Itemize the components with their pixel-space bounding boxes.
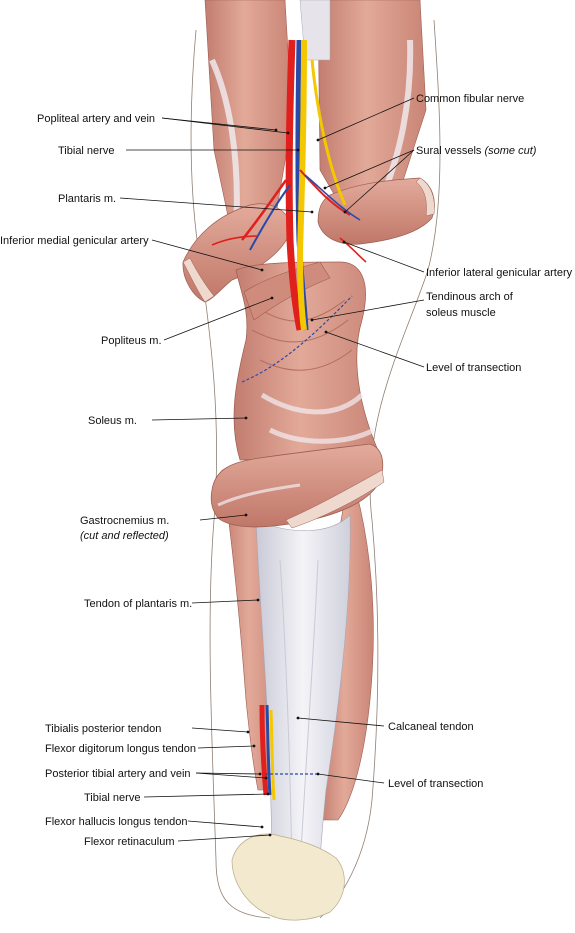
label-flexor-digitorum: Flexor digitorum longus tendon — [45, 743, 196, 755]
lateral-gastrocnemius-flap — [317, 177, 435, 245]
popliteus-muscle — [243, 261, 331, 321]
upper-transection-line — [241, 295, 353, 383]
label-inferior-lateral-genicular: Inferior lateral genicular artery — [426, 267, 573, 279]
label-popliteal-artery-vein: Popliteal artery and vein — [37, 113, 155, 125]
popliteal-neurovascular-bundle — [211, 39, 367, 331]
label-flexor-retinaculum: Flexor retinaculum — [84, 836, 174, 848]
label-tendinous-arch-2: soleus muscle — [426, 307, 496, 319]
label-level-transection-upper: Level of transection — [426, 362, 521, 374]
calcaneal-tendon-shape — [255, 514, 351, 881]
leader-lines — [119, 97, 425, 842]
thigh-muscles — [204, 0, 427, 251]
label-sural-vessels-note: (some cut) — [484, 145, 536, 157]
label-plantaris: Plantaris m. — [58, 193, 116, 205]
label-tibialis-posterior: Tibialis posterior tendon — [45, 723, 161, 735]
label-inferior-medial-genicular: Inferior medial genicular artery — [0, 235, 149, 247]
label-level-transection-lower: Level of transection — [388, 778, 483, 790]
gastrocnemius-reflected — [210, 443, 385, 529]
label-flexor-hallucis: Flexor hallucis longus tendon — [45, 816, 187, 828]
posterior-tibial-bundle — [259, 704, 276, 801]
label-posterior-tibial: Posterior tibial artery and vein — [45, 768, 191, 780]
label-tibial-nerve-lower: Tibial nerve — [84, 792, 140, 804]
label-tendon-plantaris: Tendon of plantaris m. — [84, 598, 192, 610]
label-soleus: Soleus m. — [88, 415, 137, 427]
label-tendinous-arch-1: Tendinous arch of — [426, 291, 514, 303]
soleus-muscle — [233, 261, 381, 461]
calcaneus — [231, 833, 345, 921]
label-sural-vessels: Sural vessels (some cut) — [416, 145, 537, 157]
label-gastrocnemius: Gastrocnemius m. — [80, 515, 169, 527]
label-common-fibular: Common fibular nerve — [416, 93, 524, 105]
label-popliteus: Popliteus m. — [101, 335, 162, 347]
label-calcaneal-tendon: Calcaneal tendon — [388, 721, 474, 733]
label-gastrocnemius-note: (cut and reflected) — [80, 530, 169, 542]
label-tibial-nerve-upper: Tibial nerve — [58, 145, 114, 157]
